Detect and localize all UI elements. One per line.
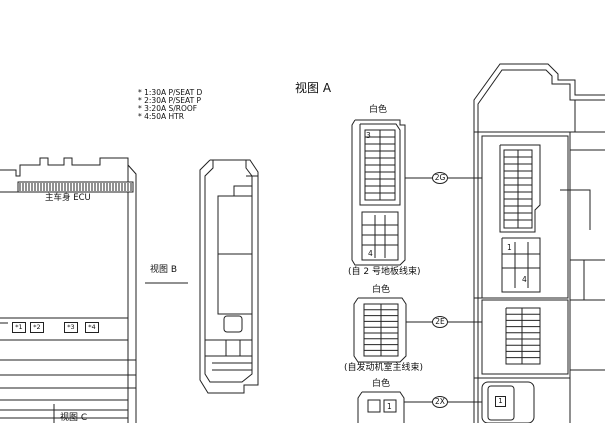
relay-block-drawing xyxy=(473,63,605,423)
side-view-drawing xyxy=(199,159,259,394)
connector-2e-harness: (自发动机室主线束) xyxy=(344,363,424,373)
ecu-label: 主车身 ECU xyxy=(45,193,91,203)
connector-2g-pin-a: 3 xyxy=(366,131,371,140)
connector-2x-pin: 1 xyxy=(387,402,392,411)
fuse-note-2: * 2:30A P/SEAT P xyxy=(138,96,202,105)
connector-2x-color: 白色 xyxy=(372,379,391,389)
fuse-marker-1: *1 xyxy=(12,322,26,333)
connector-2e-code: 2E xyxy=(432,316,448,328)
connector-2x-drawing xyxy=(357,391,482,423)
relay-block-pin-top: 1 xyxy=(507,243,512,252)
fuse-marker-3: *3 xyxy=(64,322,78,333)
connector-2g-harness: (自 2 号地板线束) xyxy=(348,267,421,277)
connector-2g-color: 白色 xyxy=(369,105,388,115)
fuse-note-3: * 3:20A S/ROOF xyxy=(138,104,198,113)
connector-2g-code: 2G xyxy=(432,172,448,184)
relay-block-pin-4: 4 xyxy=(522,275,527,284)
view-b-label: 视图 B xyxy=(150,265,178,275)
fuse-marker-4: *4 xyxy=(85,322,99,333)
fuse-note-4: * 4:50A HTR xyxy=(138,112,184,121)
connector-2g-drawing xyxy=(351,119,482,266)
connector-2e-color: 白色 xyxy=(372,285,391,295)
fuse-note-1: * 1:30A P/SEAT D xyxy=(138,88,203,97)
view-c-label: 视图 C xyxy=(60,413,88,423)
view-a-title: 视图 A xyxy=(295,81,332,95)
main-body-ecu-drawing xyxy=(0,157,137,423)
relay-block-pin-1: 1 xyxy=(495,396,506,407)
connector-2x-code: 2X xyxy=(432,396,448,408)
fuse-marker-2: *2 xyxy=(30,322,44,333)
connector-2e-drawing xyxy=(353,297,482,363)
connector-2g-pin-b: 4 xyxy=(368,249,373,258)
